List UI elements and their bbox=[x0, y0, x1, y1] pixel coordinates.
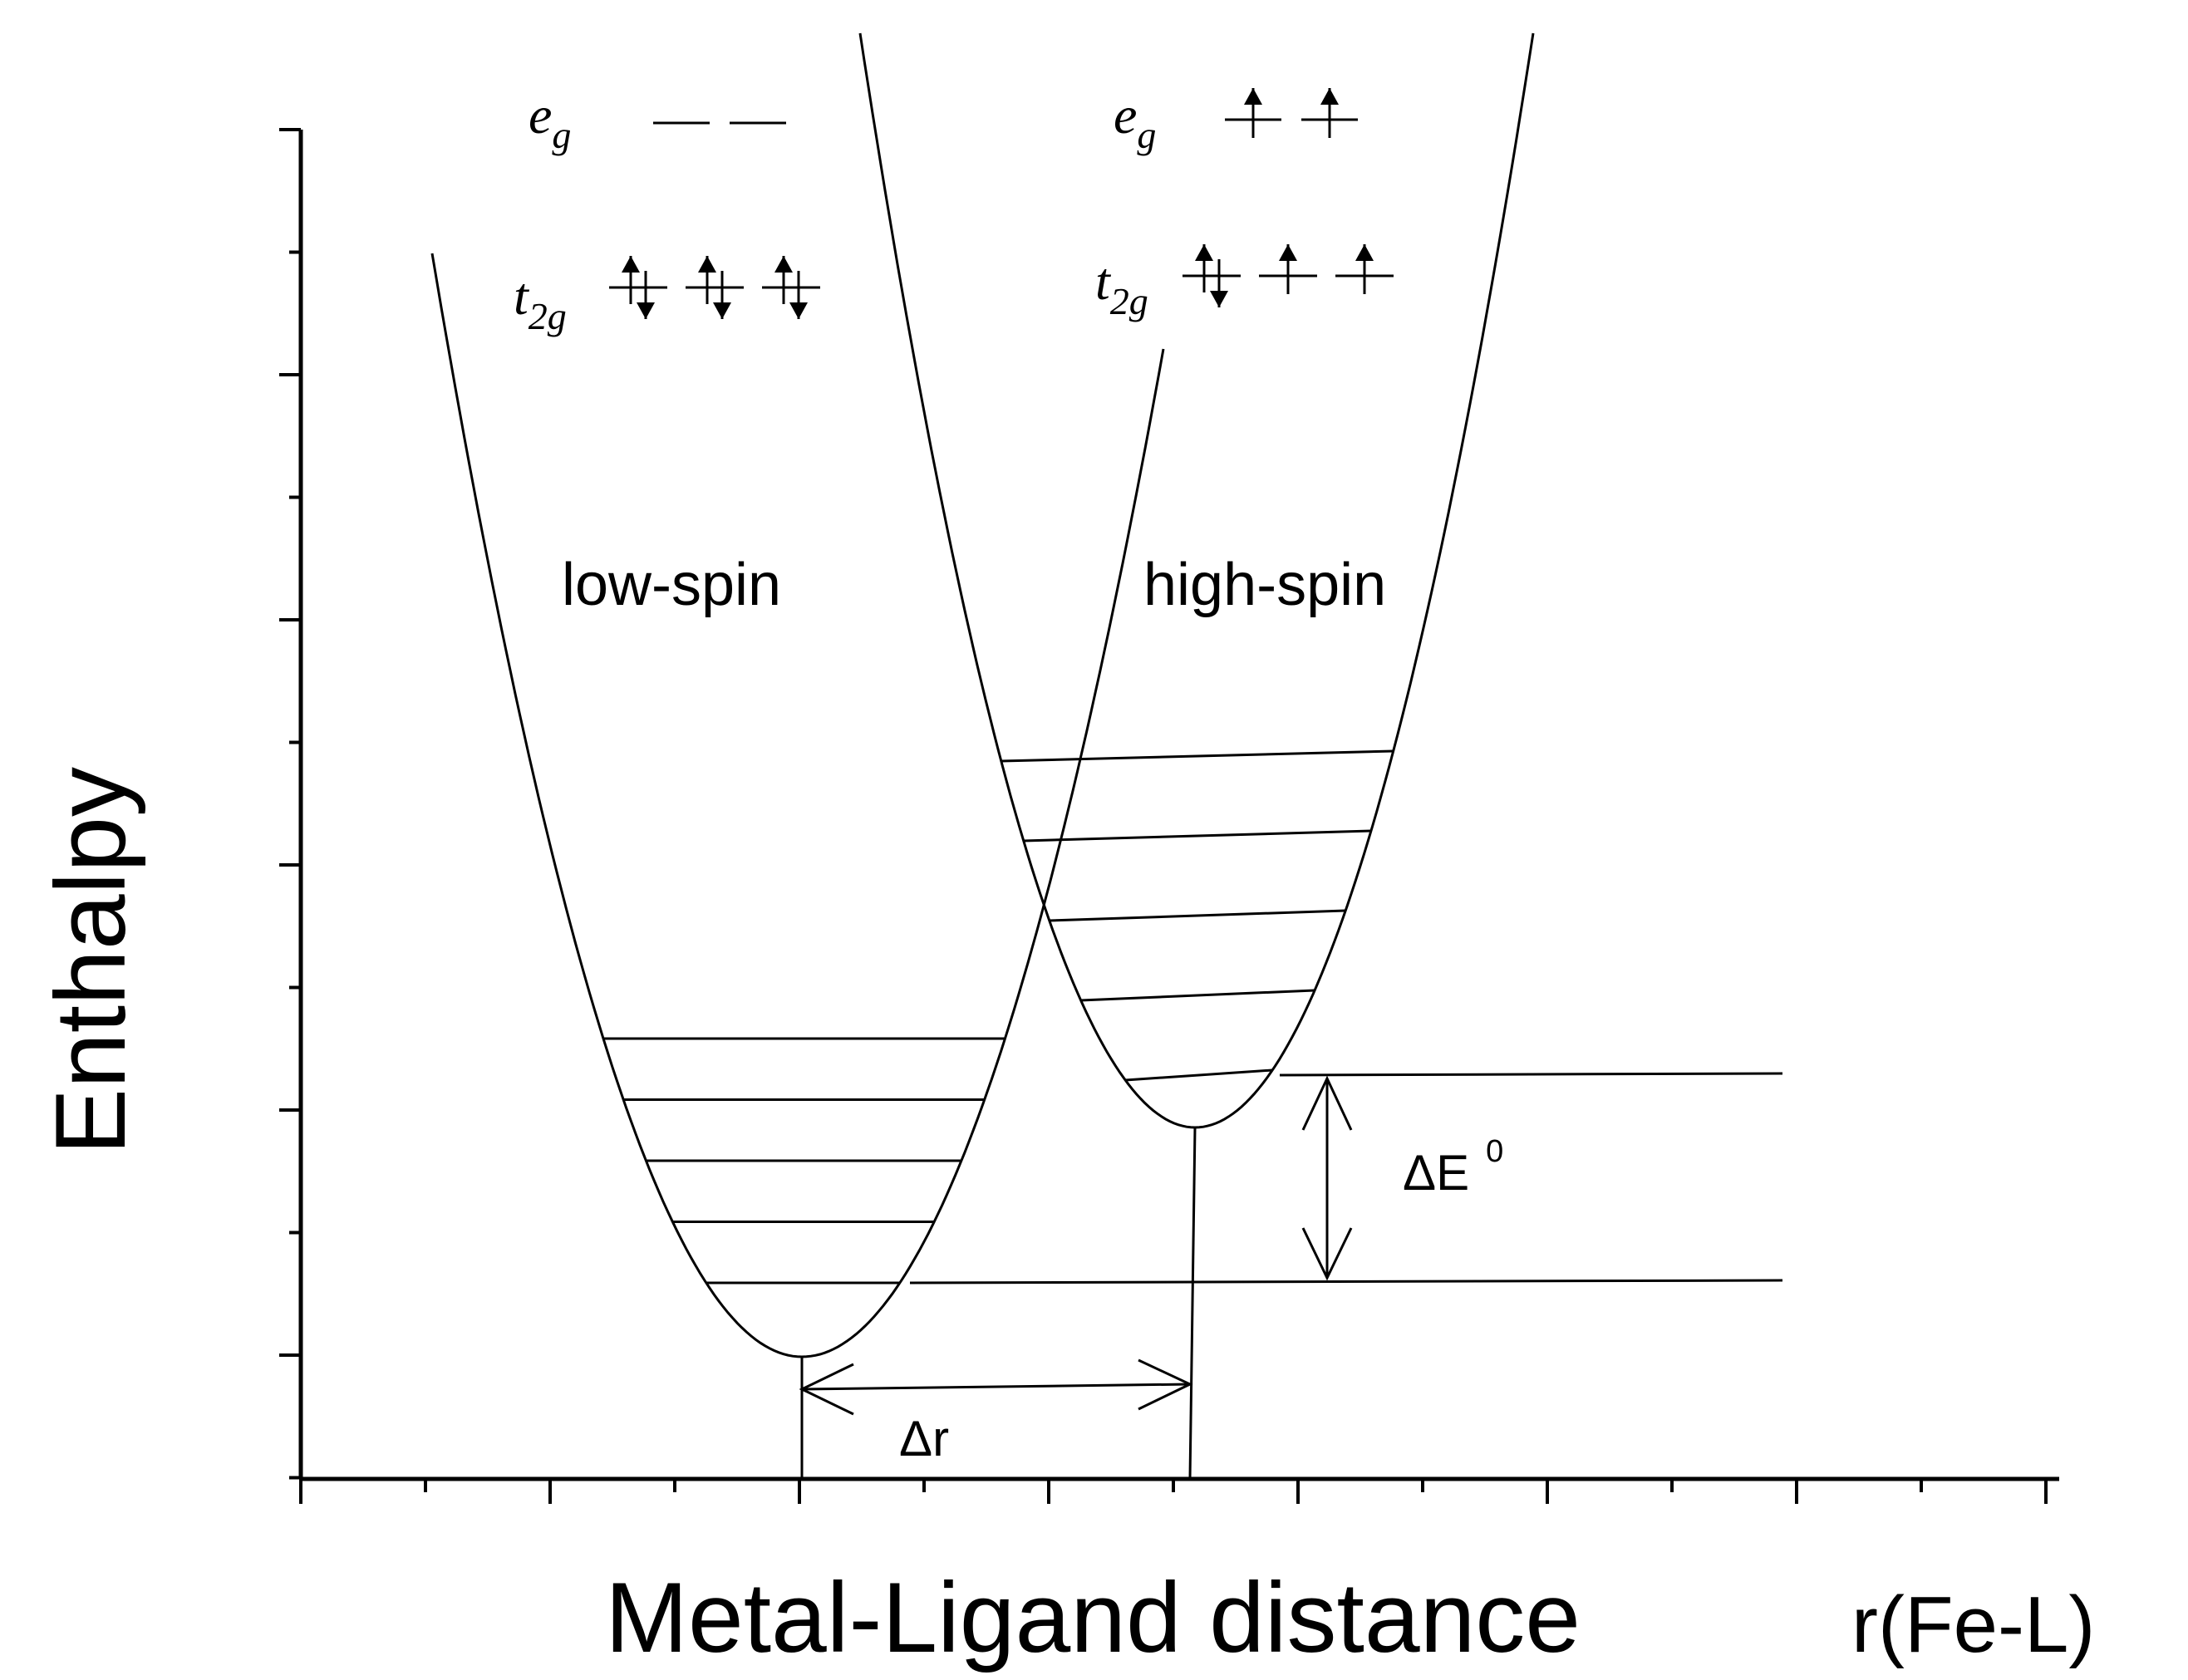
orbital bbox=[1225, 88, 1281, 138]
vibrational-level bbox=[1049, 909, 1346, 922]
y-axis-ticks bbox=[279, 128, 301, 1480]
high-spin-minimum-drop bbox=[1188, 1127, 1197, 1480]
delta-r-label: Δr bbox=[899, 1411, 949, 1466]
high-spin-vibrational-levels bbox=[1001, 749, 1394, 1082]
high-spin-eg-levels bbox=[1225, 88, 1358, 138]
delta-r-arrow bbox=[799, 1358, 1193, 1416]
low-spin-label: low-spin bbox=[562, 552, 781, 618]
orbital bbox=[609, 256, 667, 319]
high-spin-eg-label: eg bbox=[1114, 86, 1156, 156]
vibrational-level bbox=[1001, 749, 1394, 763]
low-spin-t2g-label: t2g bbox=[514, 267, 567, 337]
x-axis-ticks bbox=[299, 1479, 2048, 1504]
low-spin-vibrational-levels bbox=[603, 1037, 1005, 1285]
orbital bbox=[1301, 88, 1358, 138]
low-spin-t2g-levels bbox=[609, 256, 820, 319]
orbital bbox=[1335, 244, 1394, 294]
orbital bbox=[686, 256, 744, 319]
orbital bbox=[762, 256, 820, 319]
x-axis-unit: r(Fe-L) bbox=[1851, 1580, 2095, 1669]
low-spin-eg-label: eg bbox=[529, 86, 571, 156]
orbital bbox=[1183, 244, 1241, 307]
y-axis-title: Enthalpy bbox=[35, 767, 146, 1155]
high-spin-label: high-spin bbox=[1143, 552, 1386, 618]
vibrational-level bbox=[1080, 989, 1315, 1002]
high-spin-orbital-diagram: eg t2g bbox=[1095, 86, 1394, 322]
high-spin-t2g-levels bbox=[1183, 244, 1394, 307]
low-spin-potential-curve bbox=[430, 253, 1165, 1358]
high-spin-t2g-label: t2g bbox=[1095, 252, 1148, 322]
vibrational-level bbox=[1125, 1068, 1273, 1082]
low-spin-orbital-diagram: eg t2g bbox=[514, 86, 820, 337]
low-spin-ground-level-line bbox=[909, 1279, 1783, 1285]
vibrational-level bbox=[1023, 829, 1371, 842]
orbital bbox=[1259, 244, 1317, 294]
x-axis-title: Metal-Ligand distance bbox=[605, 1562, 1581, 1673]
high-spin-ground-level-line bbox=[1279, 1072, 1783, 1077]
delta-e-arrow bbox=[1301, 1075, 1353, 1281]
